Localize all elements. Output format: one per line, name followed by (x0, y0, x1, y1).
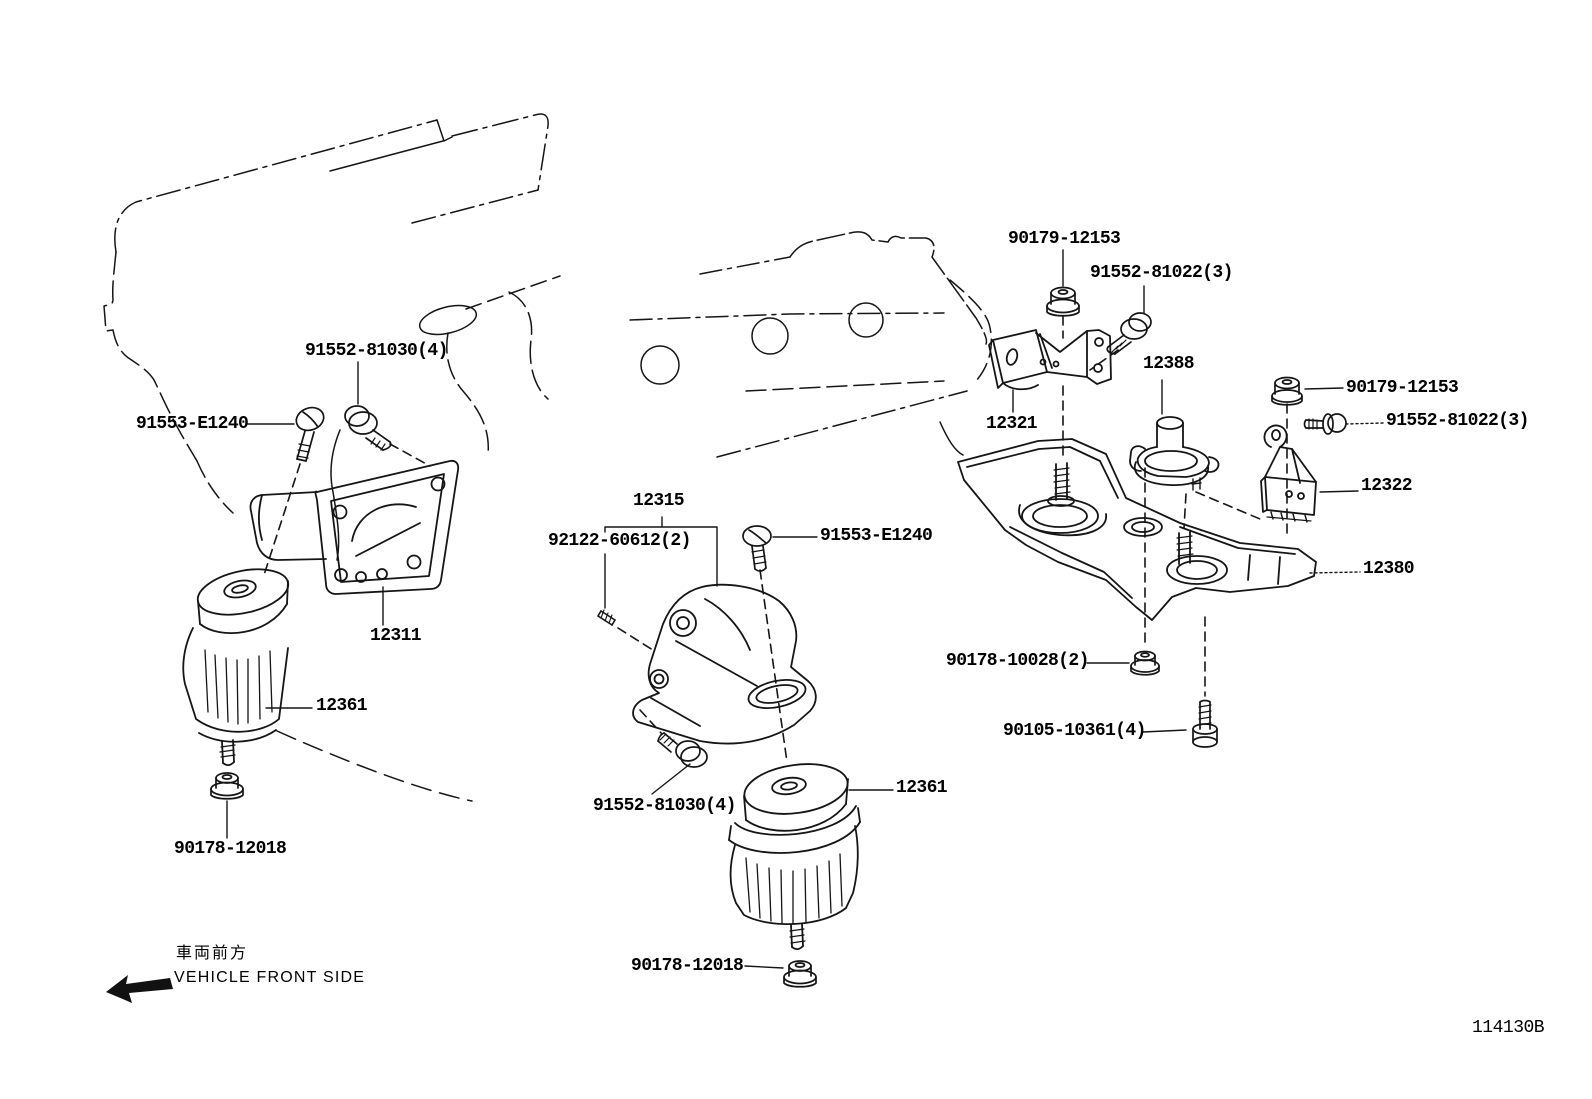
part-label-12380: 12380 (1363, 559, 1415, 579)
part-label-90105-10361: 90105-10361(4) (1003, 721, 1146, 741)
part-90178-10028-nut (1131, 652, 1159, 675)
part-12388-insulator (1130, 417, 1219, 490)
engine-outline (104, 114, 991, 801)
part-12315-bracket (633, 585, 816, 744)
leader-lines (227, 250, 1383, 968)
part-12380-crossmember (958, 439, 1316, 620)
part-label-91552-81030-center: 91552-81030(4) (593, 796, 736, 816)
assembly-dashed-lines (264, 316, 1287, 762)
part-90178-12018-front-nut (211, 773, 243, 799)
part-12361-rear-insulator (729, 758, 860, 949)
front-side-note-en: VEHICLE FRONT SIDE (174, 969, 366, 986)
part-label-12315: 12315 (633, 491, 685, 511)
part-91552-81022-right-bolt (1305, 414, 1347, 434)
part-12311-bracket (250, 461, 458, 594)
part-label-91553-e1240-front: 91553-E1240 (136, 414, 249, 434)
drawing-code: 114130B (1472, 1018, 1545, 1038)
part-12322-bracket (1261, 425, 1316, 522)
part-label-91552-81030-front: 91552-81030(4) (305, 341, 448, 361)
front-side-note-jp: 車両前方 (176, 945, 249, 962)
part-92122-60612-stud (598, 610, 615, 625)
part-label-90179-12153-top: 90179-12153 (1008, 229, 1121, 249)
part-90105-10361-bolt (1193, 701, 1217, 748)
part-label-91552-81022-top: 91552-81022(3) (1090, 263, 1233, 283)
part-90179-12153-top-nut (1047, 288, 1079, 316)
part-label-12322: 12322 (1361, 476, 1413, 496)
part-label-90178-12018-front: 90178-12018 (174, 839, 287, 859)
front-direction-arrow (106, 975, 173, 1003)
part-91553-e1240-front-bolt (293, 404, 327, 461)
part-12361-front-insulator (183, 562, 292, 765)
part-label-91552-81022-right: 91552-81022(3) (1386, 411, 1529, 431)
part-12321-bracket (989, 330, 1111, 389)
part-label-91553-e1240-center: 91553-E1240 (820, 526, 933, 546)
part-label-12361-front: 12361 (316, 696, 368, 716)
part-91553-e1240-center-bolt (743, 526, 771, 571)
part-label-90179-12153-right: 90179-12153 (1346, 378, 1459, 398)
part-label-90178-10028: 90178-10028(2) (946, 651, 1089, 671)
part-label-12311: 12311 (370, 626, 422, 646)
part-90179-12153-right-nut (1272, 378, 1302, 405)
part-label-92122-60612: 92122-60612(2) (548, 531, 691, 551)
part-91552-81030-front-bolt (345, 406, 391, 450)
part-label-12388: 12388 (1143, 354, 1195, 374)
part-91552-81022-top-bolt (1107, 313, 1151, 354)
part-label-90178-12018-rear: 90178-12018 (631, 956, 744, 976)
part-90178-12018-rear-nut (784, 961, 816, 987)
part-label-12321: 12321 (986, 414, 1038, 434)
part-91552-81030-center-bolt (658, 733, 707, 767)
part-label-12361-rear: 12361 (896, 778, 948, 798)
